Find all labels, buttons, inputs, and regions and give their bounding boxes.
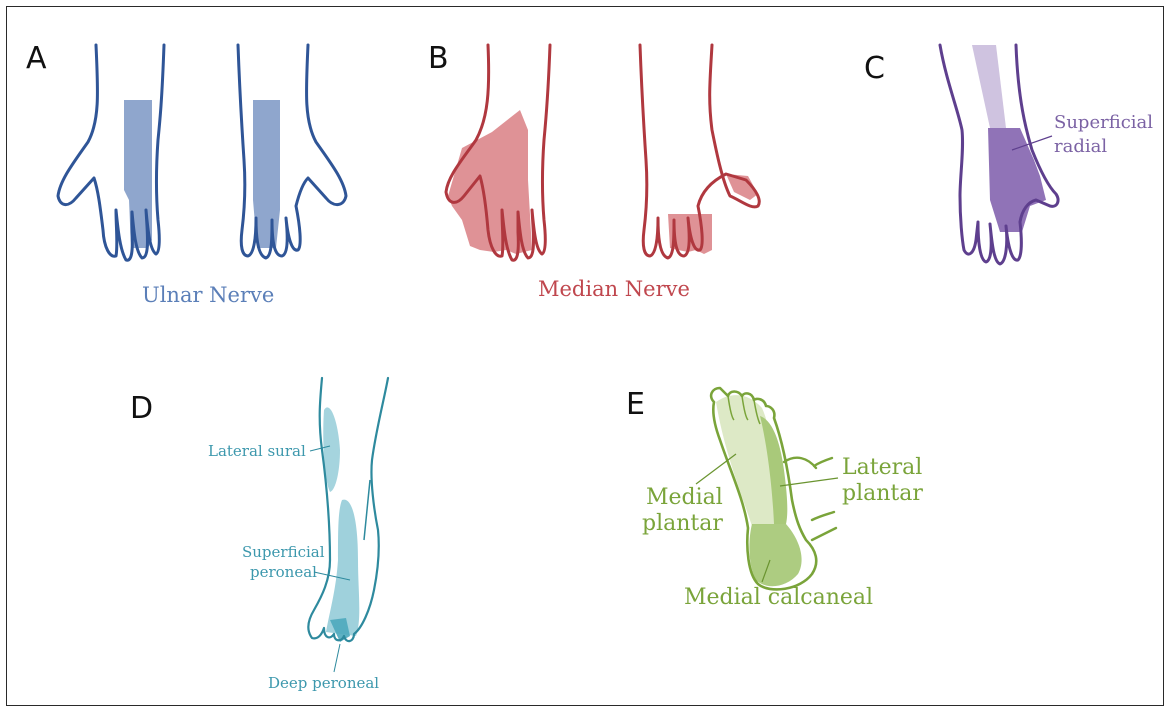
panel-a-letter: A xyxy=(26,41,47,76)
deep-peroneal-label: Deep peroneal xyxy=(268,674,379,692)
lateral-plantar-label-line2: plantar xyxy=(842,481,923,506)
medial-plantar-label-line1: Medial xyxy=(646,485,723,510)
lateral-sural-label: Lateral sural xyxy=(208,442,306,460)
panel-e: E Lateral plantar Medial plantar Medial … xyxy=(626,387,923,610)
superficial-peroneal-label-line1: Superficial xyxy=(242,543,325,561)
panel-b: B Median Nerve xyxy=(428,41,759,301)
radial-area-forearm xyxy=(972,45,1006,128)
superficial-peroneal-area xyxy=(326,500,359,636)
panel-a: A Ulnar Nerve xyxy=(26,41,346,307)
medial-calcaneal-label: Medial calcaneal xyxy=(684,585,873,610)
ulnar-nerve-label: Ulnar Nerve xyxy=(142,283,274,307)
panel-e-letter: E xyxy=(626,387,645,422)
panel-b-letter: B xyxy=(428,41,449,76)
lateral-plantar-label-line1: Lateral xyxy=(842,455,922,480)
medial-calcaneal-area xyxy=(749,524,801,586)
panel-d-letter: D xyxy=(130,391,153,426)
median-nerve-label: Median Nerve xyxy=(538,277,690,301)
superficial-peroneal-label-line2: peroneal xyxy=(250,563,317,581)
panel-c: C Superficial radial xyxy=(864,45,1153,264)
medial-plantar-label-line2: plantar xyxy=(642,511,723,536)
leg-inner-line xyxy=(364,480,370,540)
radial-area-hand xyxy=(988,128,1046,232)
radial-label-line2: radial xyxy=(1054,136,1107,157)
deep-peroneal-leader xyxy=(334,644,340,672)
panel-d: D Lateral sural Superficial peroneal Dee… xyxy=(130,378,388,692)
radial-label-line1: Superficial xyxy=(1054,112,1153,133)
panel-c-letter: C xyxy=(864,51,885,86)
